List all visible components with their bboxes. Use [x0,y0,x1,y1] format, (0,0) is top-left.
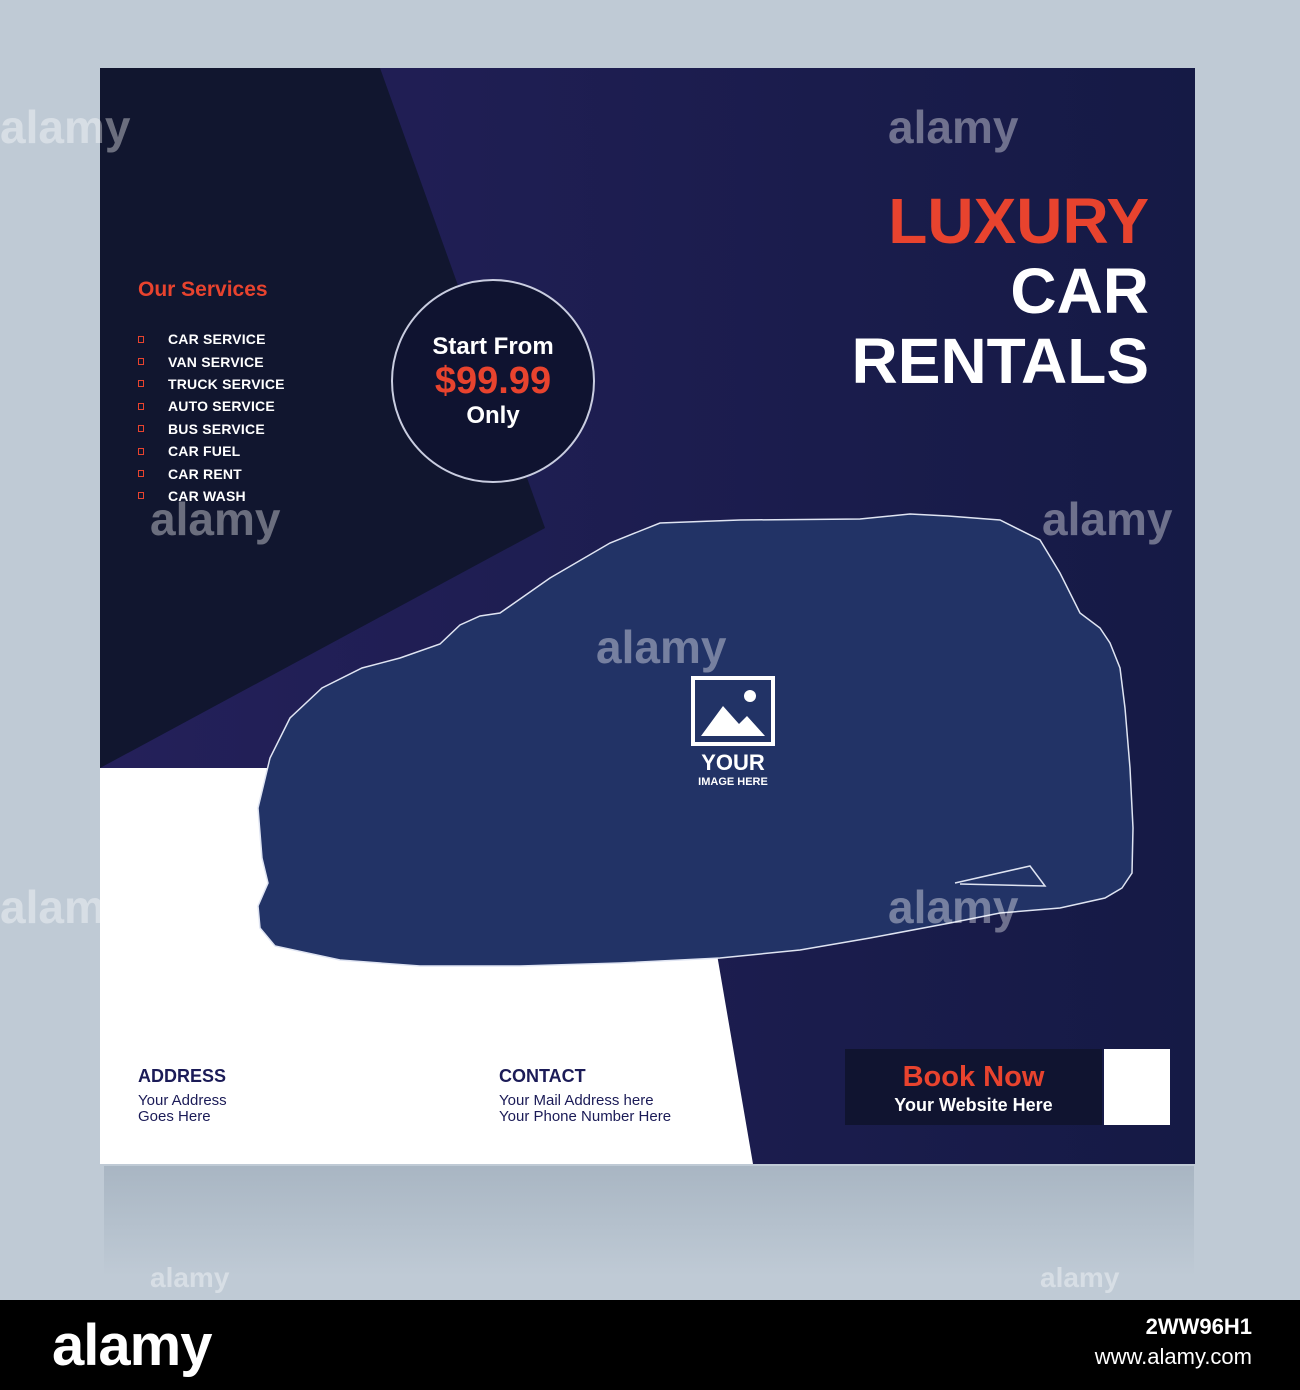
service-label: VAN SERVICE [168,353,264,370]
service-item: BUS SERVICE [138,418,285,440]
site-text: www.alamy.com [1094,1344,1252,1369]
service-label: CAR RENT [168,465,242,482]
service-item: CAR FUEL [138,440,285,462]
contact-phone: Your Phone Number Here [499,1108,672,1125]
book-now-label: Book Now [902,1061,1045,1093]
bullet-icon [138,335,144,343]
service-label: CAR FUEL [168,443,241,460]
address-title: ADDRESS [138,1066,227,1086]
price-amount: $99.99 [434,360,552,402]
image-placeholder: YOUR IMAGE HERE [672,676,794,788]
headline-line1: LUXURY [888,185,1149,257]
headline: LUXURY CAR RENTALS [852,186,1149,396]
service-label: CAR WASH [168,487,246,504]
qr-placeholder [1104,1049,1170,1125]
service-label: TRUCK SERVICE [168,375,285,392]
headline-line3: RENTALS [851,325,1149,397]
image-id-text: 2WW96H1 [1145,1314,1252,1339]
service-item: TRUCK SERVICE [138,373,285,395]
address-text: Your Address Goes Here [138,1093,227,1125]
image-id: 2WW96H1 www.alamy.com [1095,1312,1252,1372]
contact-email: Your Mail Address here [499,1092,654,1109]
car-silhouette [257,513,1134,967]
stock-footer: alamy 2WW96H1 www.alamy.com [0,1300,1300,1390]
service-label: CAR SERVICE [168,331,266,348]
address-line1: Your Address [138,1092,227,1109]
bullet-icon [138,447,144,455]
bullet-icon [138,470,144,478]
headline-line2: CAR [1010,255,1149,327]
service-item: CAR WASH [138,485,285,507]
services-list: CAR SERVICE VAN SERVICE TRUCK SERVICE AU… [138,328,285,507]
bullet-icon [138,425,144,433]
service-item: AUTO SERVICE [138,395,285,417]
service-label: AUTO SERVICE [168,398,275,415]
service-item: CAR SERVICE [138,328,285,350]
bullet-icon [138,380,144,388]
bg-left-lower [100,528,545,768]
flyer-background [100,68,1195,1164]
price-prefix: Start From [432,333,554,360]
price-badge: Start From $99.99 Only [391,279,595,483]
bullet-icon [138,358,144,366]
service-label: BUS SERVICE [168,420,265,437]
image-icon [691,676,775,746]
services-title: Our Services [138,278,268,301]
service-item: CAR RENT [138,462,285,484]
service-item: VAN SERVICE [138,350,285,372]
bullet-icon [138,402,144,410]
flyer: Our Services CAR SERVICE VAN SERVICE TRU… [100,68,1195,1164]
price-suffix: Only [466,402,520,429]
alamy-logo: alamy [52,1313,212,1378]
bullet-icon [138,492,144,500]
address-line2: Goes Here [138,1108,211,1125]
book-now-button[interactable]: Book Now Your Website Here [845,1049,1102,1125]
website-label: Your Website Here [894,1095,1053,1115]
car-headlight [954,865,1047,887]
contact-text: Your Mail Address here Your Phone Number… [499,1093,671,1125]
contact-title: CONTACT [499,1066,586,1086]
flyer-reflection [104,1166,1194,1276]
placeholder-title: YOUR [701,750,765,775]
placeholder-subtitle: IMAGE HERE [698,776,768,788]
